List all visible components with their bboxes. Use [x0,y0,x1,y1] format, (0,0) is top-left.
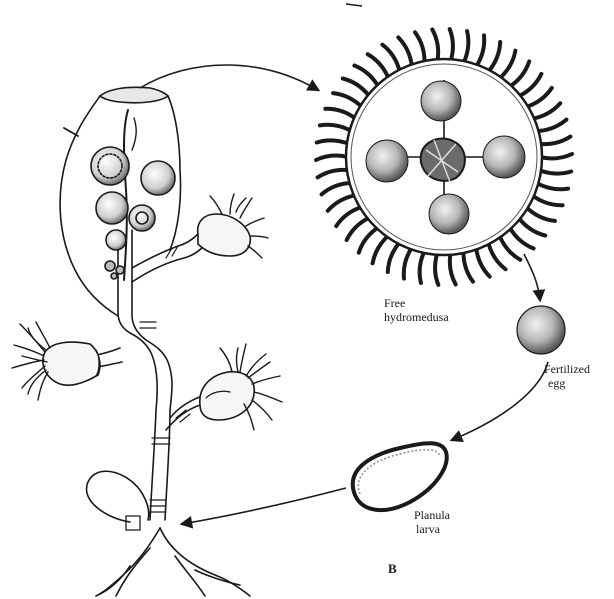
medusa-tentacle [532,195,563,205]
medusa-tentacle [373,235,389,263]
medusa-tentacle [388,242,400,272]
medusa-label-line1: Free [384,296,449,310]
medusa-tentacle [536,183,568,189]
left-tentacles [12,322,50,400]
hydroid-colony [12,87,282,596]
panel-label: B [388,562,397,576]
left-hydranth [43,342,100,385]
medusa-tentacle [464,31,469,63]
medusa-tentacle [539,137,570,145]
stolon-roots [96,528,250,596]
medusa-label: Free hydromedusa [384,296,449,324]
medusa-tentacle [476,35,484,66]
medusa-tentacle [435,253,438,285]
egg-label-line2: egg [544,376,590,390]
fertilized-egg [517,306,565,354]
medusa-tentacle [420,251,425,283]
medusa-tentacle [398,37,412,66]
medusa-tentacle [432,30,438,62]
medusa-tentacle [519,218,546,236]
gonad-right [483,136,525,178]
medusa-tentacle [488,42,500,72]
gonangium-pointer [64,128,78,136]
arrow-medusa-to-egg [524,254,540,300]
gonad-bottom [429,194,469,234]
medusa-tentacle [404,248,412,279]
medusa-tentacle [322,183,352,195]
scan-mark [346,4,362,6]
arrow-egg-to-planula [452,362,548,440]
planula-label-line2: larva [414,522,450,536]
medusa-tentacle [320,125,352,131]
planula-larva [353,443,447,510]
medusa-tentacle [499,51,515,79]
medusa-tentacle [316,156,348,160]
medusa-tentacle [476,248,490,277]
medusa-tentacle [540,154,572,158]
medusa-tentacle [317,140,349,143]
egg-label-line1: Fertilized [544,362,590,376]
medusa-tentacle [450,253,456,285]
basal-loop [86,471,148,522]
planula-label: Planula larva [414,508,450,536]
upper-branch [132,234,204,282]
medusa-tentacle [526,207,555,221]
gonangium-cap [100,87,168,102]
medusa-tentacle [415,32,425,63]
basal-node [126,516,140,530]
egg-label: Fertilized egg [544,362,590,390]
gonad-top [421,81,461,121]
arrow-colony-to-medusa [140,65,318,90]
medusa-tentacle [343,79,370,97]
upper-right-hydranth [198,214,251,256]
free-hydromedusa [316,29,572,285]
gonad-left [366,140,408,182]
medusa-tentacle [450,29,453,61]
medusa-tentacle [536,120,566,132]
planula-label-line1: Planula [414,508,450,522]
medusa-tentacle [333,93,362,107]
medusa-tentacle [318,170,349,178]
medusa-tentacle [328,195,356,211]
medusa-tentacle [325,109,356,119]
medusa-tentacle [463,251,473,282]
arrow-planula-to-colony [182,488,346,524]
medusa-tentacle [532,103,560,119]
medusa-tentacle [539,170,571,173]
medusa-buds [91,147,175,279]
medusa-label-line2: hydromedusa [384,310,449,324]
